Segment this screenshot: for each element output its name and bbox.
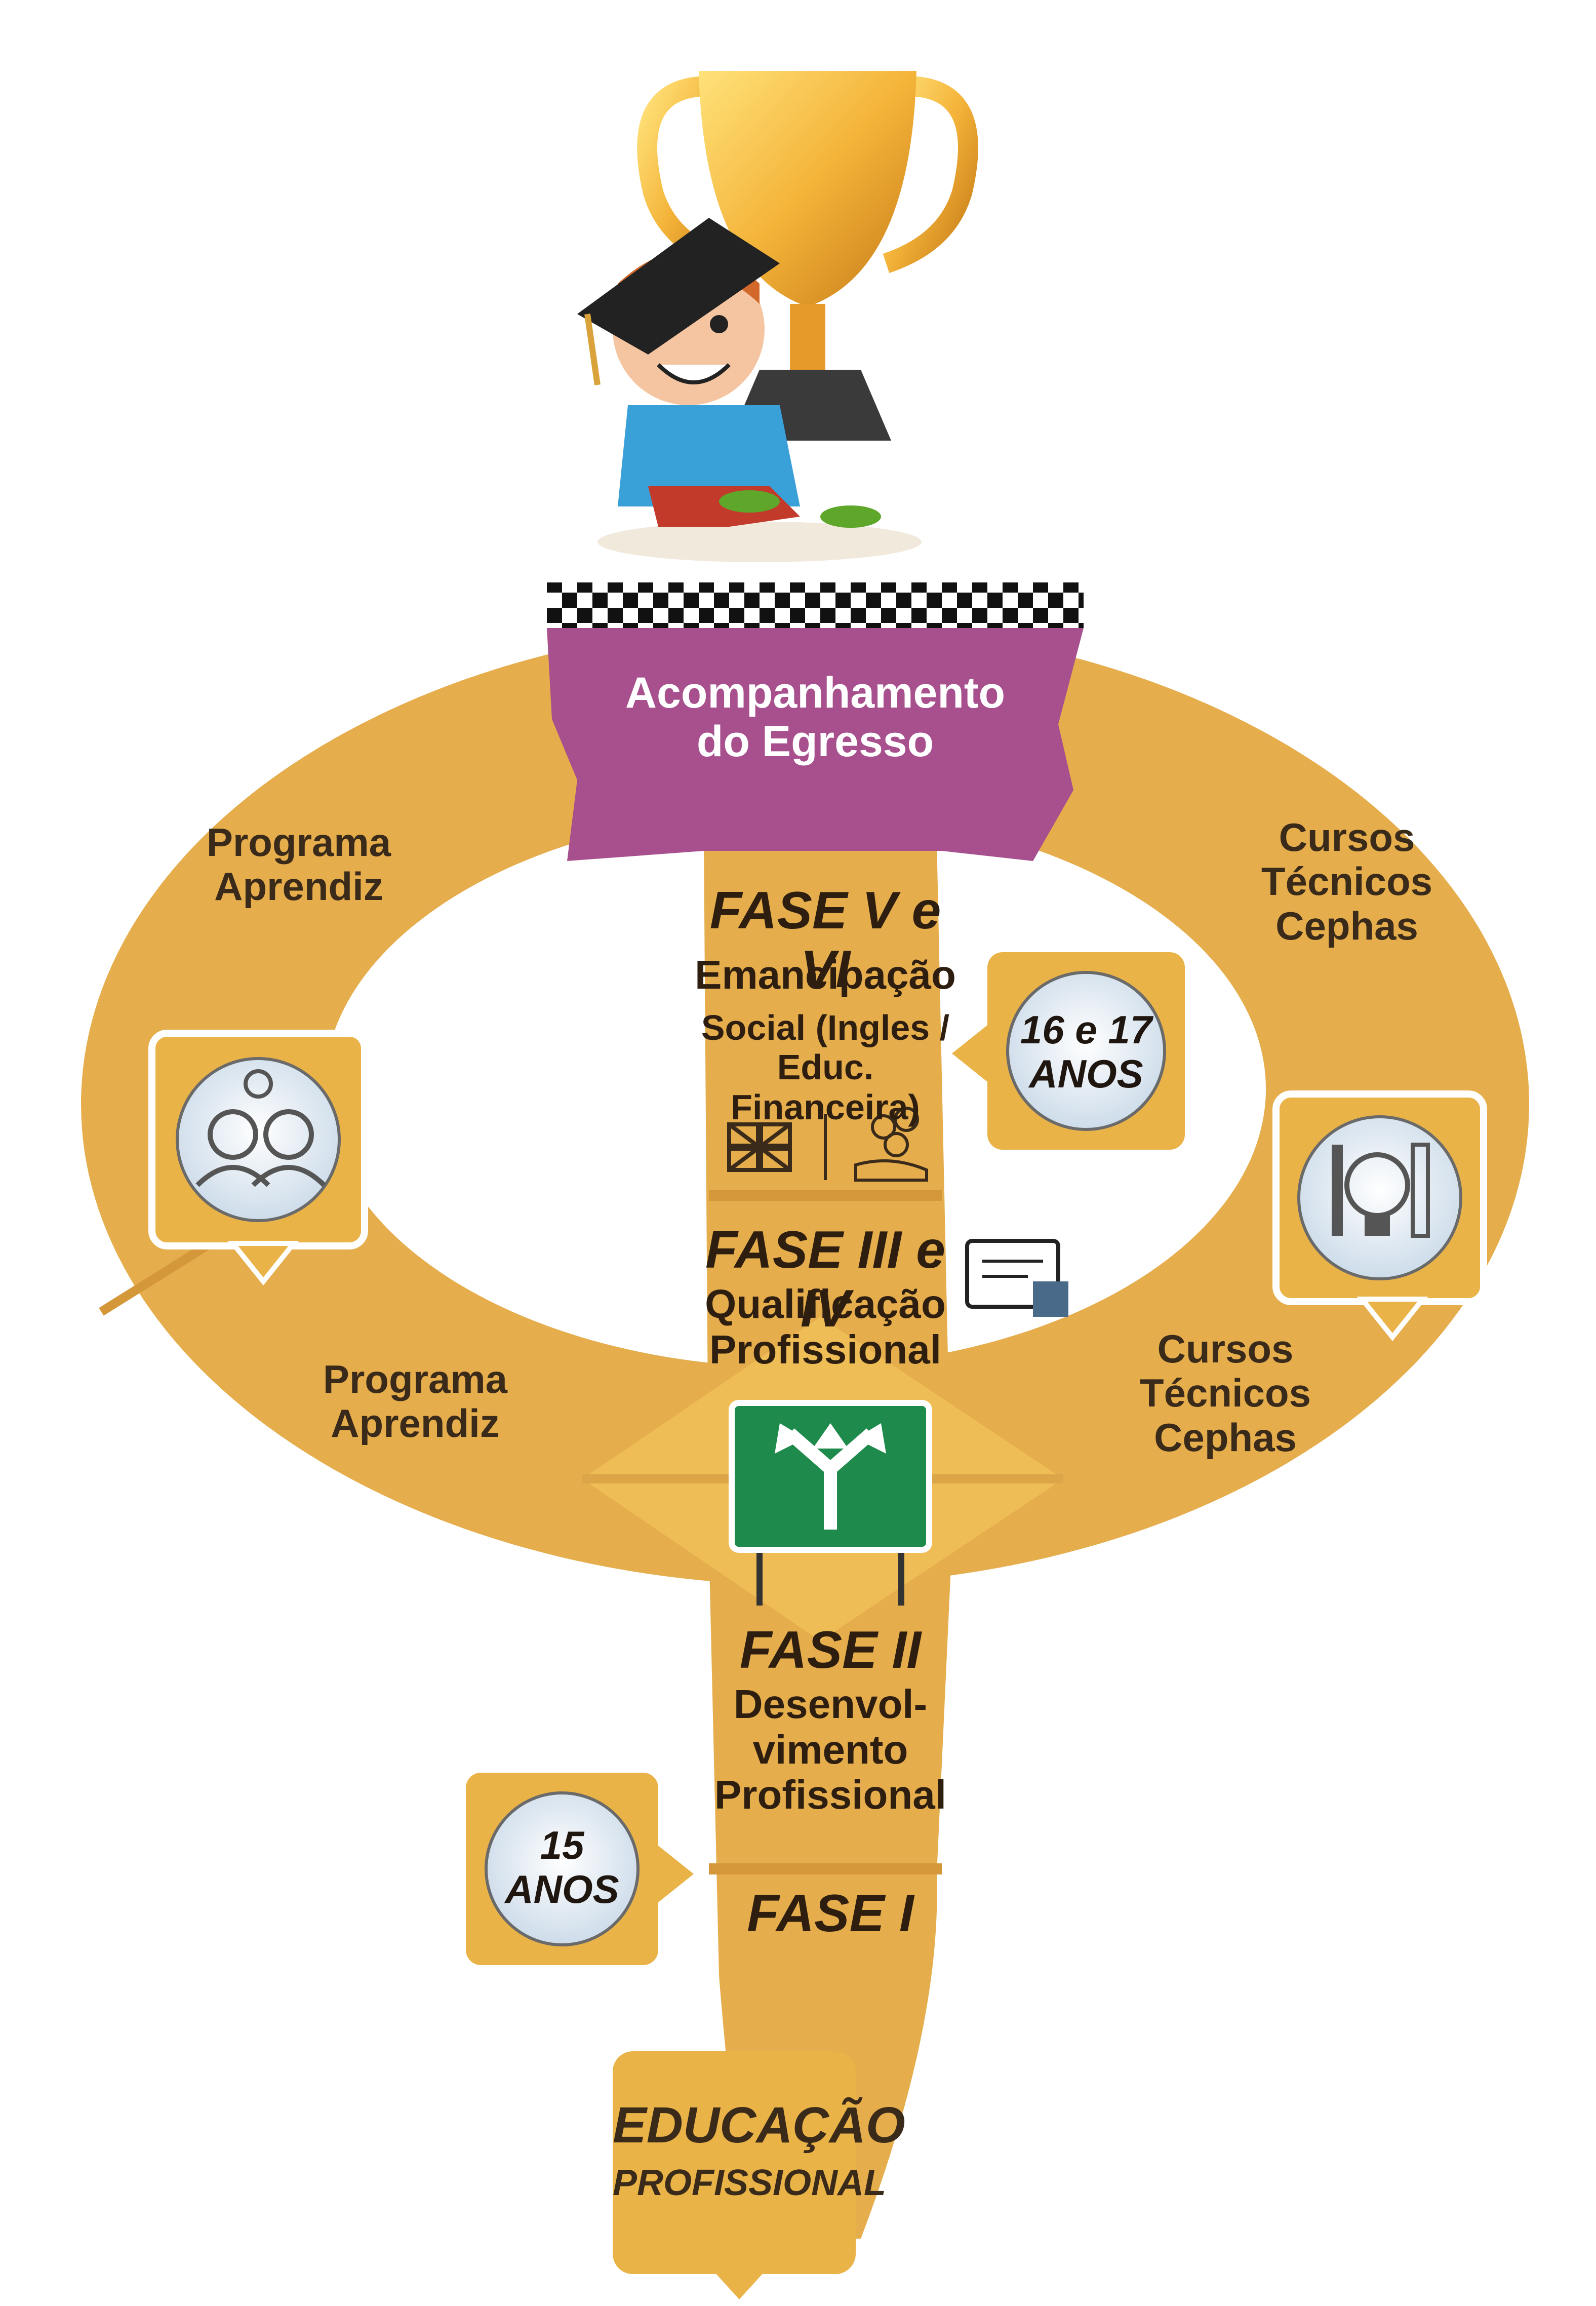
phase-ii-title: FASE II [739,1621,922,1679]
route-label-top-right: Cursos Técnicos Cephas [1261,815,1433,948]
phase-v-vi-detail: Social (Ingles / Educ. Financeira) [701,1008,950,1127]
age-badge-lower [466,1773,694,1965]
phase-ii-subtitle: Desenvol- vimento Profissional [714,1682,946,1818]
start-title: EDUCAÇÃO [613,2097,905,2154]
oval-road [81,623,1529,1585]
phase-v-vi-title: FASE V e VI [709,881,941,999]
people-badge [148,1030,368,1286]
tools-lightbulb-icon [1297,1115,1462,1280]
people-icon [176,1057,341,1222]
start-subtitle: PROFISSIONAL [613,2163,887,2203]
route-label-bottom-right: Cursos Técnicos Cephas [1139,1326,1311,1460]
age-badge-upper [952,952,1185,1150]
route-label-bottom-left: Programa Aprendiz [323,1357,508,1446]
certificate-icon [965,1239,1068,1317]
start-badge [613,2051,856,2299]
age-label-lower: 15 ANOS [505,1823,619,1912]
money-hand-icon [854,1107,928,1182]
phase-v-vi-subtitle: Emancipação [695,952,956,997]
age-label-upper: 16 e 17 ANOS [1020,1007,1152,1097]
uk-flag-icon [727,1122,792,1172]
tools-badge [1272,1090,1487,1342]
phase-iii-iv-subtitle: Qualificação Profissional [705,1281,946,1372]
trophy-graduate-illustration [577,71,978,562]
road-fork-sign-icon [729,1400,932,1606]
checkered-finish-flag [547,582,1084,628]
phase-iii-iv-title: FASE III e IV [705,1221,945,1339]
finish-band [547,628,1084,861]
phase-i-title: FASE I [747,1884,914,1943]
route-label-top-left: Programa Aprendiz [206,820,391,909]
finish-label: Acompanhamento do Egresso [625,669,1006,766]
